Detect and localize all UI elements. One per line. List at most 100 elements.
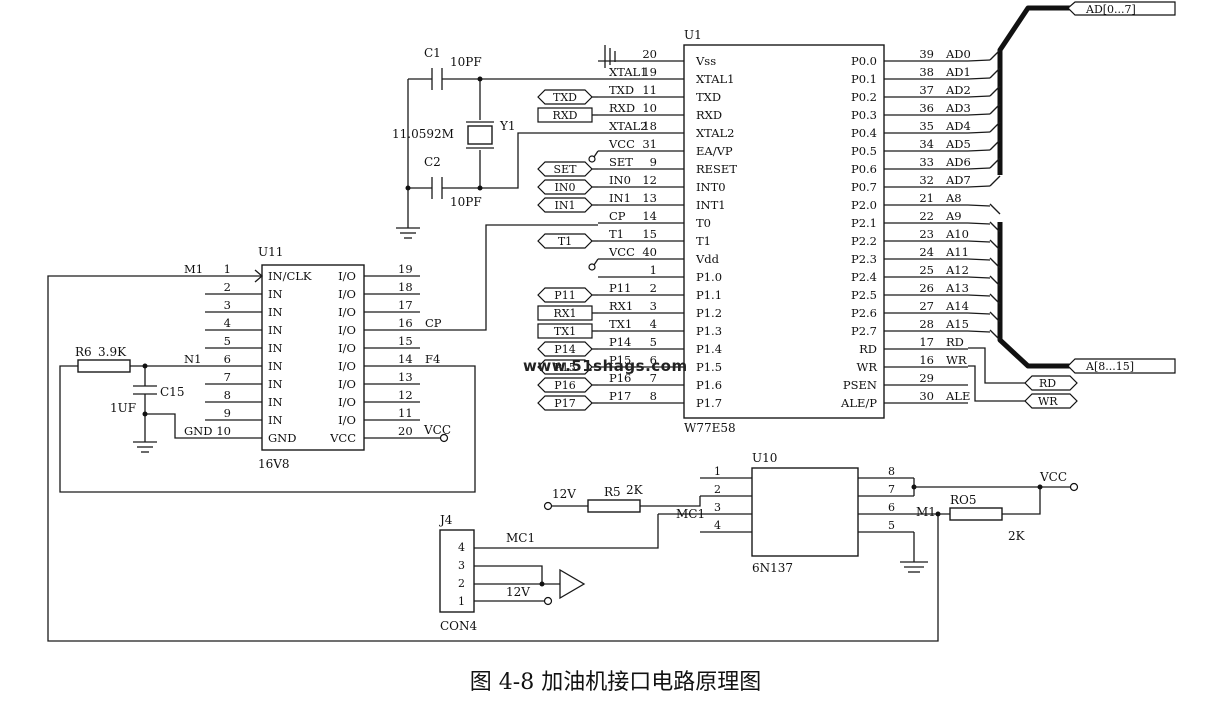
u1-net-label: A12 bbox=[945, 263, 969, 277]
u1-pin-name: INT0 bbox=[696, 180, 726, 194]
u11-pin-name: IN bbox=[268, 377, 283, 391]
u10-ref: U10 bbox=[752, 451, 777, 465]
u10-pin4: 4 bbox=[714, 519, 721, 532]
u10-part: 6N137 bbox=[752, 561, 793, 575]
u11-wiring: R6 3.9K C15 1UF VCC bbox=[47, 275, 939, 642]
u11-pin-number: 7 bbox=[224, 370, 231, 384]
u11-pin-name: IN bbox=[268, 359, 283, 373]
a-bus: A[8...15] bbox=[989, 203, 1176, 374]
u10-pin3: 3 bbox=[714, 501, 721, 514]
c2-ref: C2 bbox=[424, 155, 441, 169]
u1-pin-name: Vdd bbox=[695, 252, 720, 266]
u11-pin-number: 11 bbox=[398, 406, 413, 420]
u1-net-label: AD5 bbox=[945, 137, 971, 151]
u1-net-label: IN0 bbox=[609, 173, 631, 187]
figure-caption: 图 4-8 加油机接口电路原理图 bbox=[469, 670, 762, 695]
u1-pin-name: P0.3 bbox=[851, 108, 877, 122]
u10-pin1: 1 bbox=[714, 465, 721, 478]
u10-pin7: 7 bbox=[888, 483, 895, 496]
u11-net-label: GND bbox=[184, 424, 212, 438]
port-flag-label: TX1 bbox=[554, 325, 576, 338]
u1-pin-name: P2.1 bbox=[851, 216, 877, 230]
u1-net-label: XTAL2 bbox=[609, 119, 648, 133]
u1-pin-number: 4 bbox=[650, 317, 657, 331]
u1-pin-name: P0.5 bbox=[851, 144, 877, 158]
mc1-net-u10: MC1 bbox=[676, 507, 705, 521]
r6-ref: R6 bbox=[75, 345, 92, 359]
u11-pin-number: 3 bbox=[224, 298, 231, 312]
u11-pin-number: 17 bbox=[398, 298, 413, 312]
u1-pin-name: T1 bbox=[696, 234, 711, 248]
u1-net-label: P15 bbox=[609, 353, 631, 367]
u1-pin-number: 7 bbox=[650, 371, 657, 385]
u11-net-label: F4 bbox=[425, 352, 440, 366]
u1-pin-name: INT1 bbox=[696, 198, 726, 212]
u1-pin-name: P1.2 bbox=[696, 306, 722, 320]
u11-pin-number: 14 bbox=[398, 352, 413, 366]
c15-ref: C15 bbox=[160, 385, 184, 399]
u1-net-label: TX1 bbox=[609, 317, 632, 331]
vss-ground-symbol bbox=[604, 45, 616, 68]
u11-pin-number: 9 bbox=[224, 406, 231, 420]
u11-pin-name: IN bbox=[268, 323, 283, 337]
u1-pin-number: 22 bbox=[919, 209, 934, 223]
u11-net-label: N1 bbox=[184, 352, 201, 366]
u10-pin2: 2 bbox=[714, 483, 721, 496]
u1-pin-number: 37 bbox=[919, 83, 934, 97]
u10-pin5: 5 bbox=[888, 519, 895, 532]
u11-pin-number: 20 bbox=[398, 424, 413, 438]
port-flag-label: IN1 bbox=[555, 199, 576, 212]
r6-value: 3.9K bbox=[98, 345, 127, 359]
u1-pin-name: P0.0 bbox=[851, 54, 877, 68]
u1-pin-name: WR bbox=[857, 360, 878, 374]
u1-pin-name: Vss bbox=[695, 54, 716, 68]
port-flag-label: IN0 bbox=[555, 181, 576, 194]
u11-pin-number: 18 bbox=[398, 280, 413, 294]
u1-pin-name: RD bbox=[859, 342, 877, 356]
u1-net-label: A13 bbox=[945, 281, 969, 295]
u1-pin-name: P1.3 bbox=[696, 324, 722, 338]
u11-vcc-net: VCC bbox=[423, 423, 451, 437]
u11-ref: U11 bbox=[258, 245, 283, 259]
y1-ref: Y1 bbox=[499, 119, 516, 133]
u1-net-label: AD7 bbox=[945, 173, 971, 187]
u11-pin-name: IN bbox=[268, 341, 283, 355]
r5-ref: R5 bbox=[604, 485, 621, 499]
mc1-net-j4: MC1 bbox=[506, 531, 535, 545]
ad-bus: AD[0...7] bbox=[989, 1, 1176, 187]
u11-net-label: CP bbox=[425, 316, 442, 330]
u1-net-label: T1 bbox=[609, 227, 624, 241]
u1-pin-number: 25 bbox=[919, 263, 934, 277]
u10-pin8: 8 bbox=[888, 465, 895, 478]
u11-pin-name: I/O bbox=[338, 413, 356, 427]
port-flag-label: RX1 bbox=[553, 307, 576, 320]
u11-pin-name: IN bbox=[268, 305, 283, 319]
r5-value: 2K bbox=[626, 483, 644, 497]
u1-pin-number: 27 bbox=[919, 299, 934, 313]
port-rd: RD bbox=[1039, 377, 1056, 390]
u1-pin-number: 6 bbox=[650, 353, 657, 367]
u1-net-label: A10 bbox=[945, 227, 969, 241]
u1-pin-number: 14 bbox=[642, 209, 657, 223]
u1-pin-number: 38 bbox=[919, 65, 934, 79]
y1-value: 11.0592M bbox=[392, 127, 454, 141]
u11-pin-name: GND bbox=[268, 431, 296, 445]
u11-pin-name: IN/CLK bbox=[268, 269, 312, 283]
u1-pin-name: TXD bbox=[696, 90, 721, 104]
u11-pin-name: I/O bbox=[338, 305, 356, 319]
u1-pin-number: 3 bbox=[650, 299, 657, 313]
m1-net-u10: M1 bbox=[916, 505, 936, 519]
u1-net-label: IN1 bbox=[609, 191, 631, 205]
u10-vcc-net: VCC bbox=[1039, 470, 1067, 484]
u11-pin-name: I/O bbox=[338, 287, 356, 301]
u1-pin-number: 31 bbox=[642, 137, 657, 151]
j4-pin3: 3 bbox=[458, 559, 465, 572]
u1-pin-number: 40 bbox=[642, 245, 657, 259]
u1-net-label: AD3 bbox=[945, 101, 971, 115]
u11-pin-name: IN bbox=[268, 395, 283, 409]
port-flag-label: P17 bbox=[554, 397, 575, 410]
u1-pin-name: P0.4 bbox=[851, 126, 877, 140]
